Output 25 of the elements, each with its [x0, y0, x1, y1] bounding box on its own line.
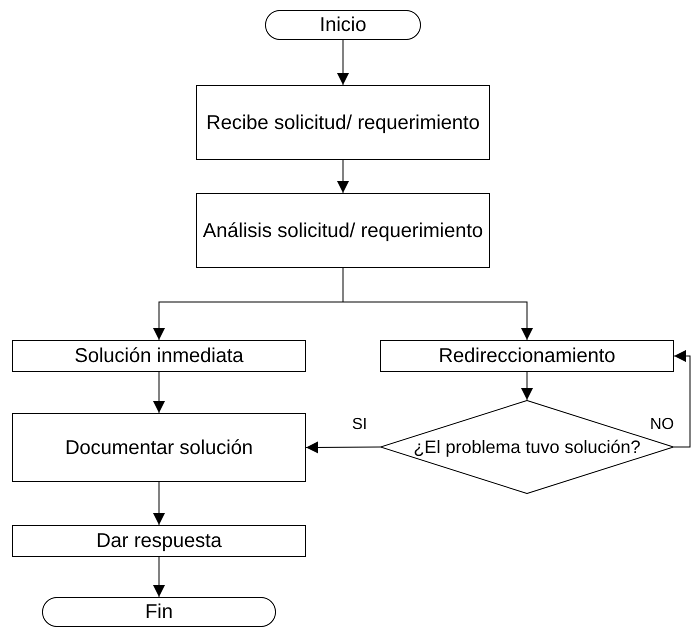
- process-box: [196, 193, 490, 268]
- process-box: [196, 85, 490, 160]
- process-box: [12, 413, 306, 482]
- process-box: [380, 340, 674, 372]
- node-label: Solución inmediata: [74, 344, 244, 369]
- node-label: Redireccionamiento: [438, 344, 616, 369]
- node-label: Fin: [145, 600, 173, 625]
- decision-diamond: [380, 400, 674, 494]
- node-label: Recibe solicitud/ requerimiento: [206, 110, 480, 136]
- arrow: [337, 40, 349, 86]
- arrow: [521, 372, 533, 400]
- node-label: Inicio: [320, 13, 366, 38]
- node-label: Documentar solución: [65, 436, 253, 460]
- arrow: [342, 268, 533, 340]
- arrow: [153, 372, 165, 414]
- node-label: ¿El problema tuvo solución?: [413, 436, 641, 458]
- node-label: Análisis solicitud/ requerimiento: [202, 218, 484, 244]
- arrow: [306, 441, 380, 454]
- arrow: [674, 350, 690, 448]
- arrow: [153, 556, 165, 598]
- process-box: [12, 340, 306, 372]
- node-label: Dar respuesta: [96, 529, 222, 554]
- arrow: [153, 482, 165, 526]
- arrow: [337, 160, 349, 194]
- process-box: [12, 525, 306, 557]
